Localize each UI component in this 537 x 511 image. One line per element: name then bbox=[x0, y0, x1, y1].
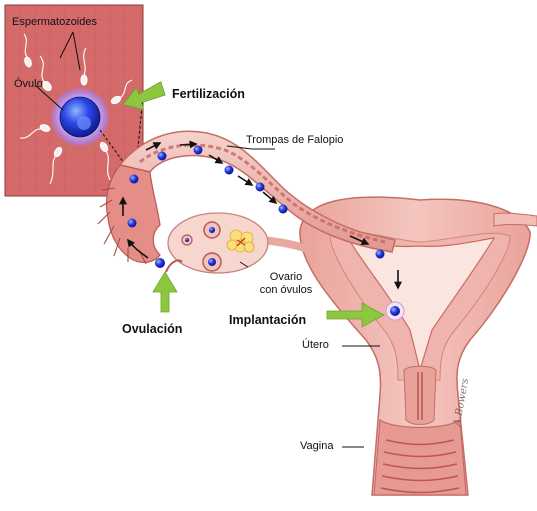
ovary-label: Ovario con óvulos bbox=[252, 271, 320, 297]
green-arrows bbox=[122, 81, 385, 328]
inset-connector bbox=[99, 95, 144, 179]
ovary-label-line2: con óvulos bbox=[259, 284, 313, 296]
direction-arrows bbox=[119, 140, 402, 290]
right-fallopian-tube bbox=[493, 212, 537, 227]
fertilization-arrow bbox=[122, 81, 166, 110]
implanted-embryo bbox=[390, 306, 400, 316]
sperm-label: Espermatozoides bbox=[12, 16, 97, 28]
uterus-label: Útero bbox=[302, 339, 329, 351]
ovary-label-line1: Ovario bbox=[269, 271, 303, 283]
ovulation-label: Ovulación bbox=[122, 322, 183, 336]
fertilization-label: Fertilización bbox=[172, 87, 245, 101]
ovum-cell bbox=[59, 96, 101, 138]
implantation-arrow bbox=[326, 302, 385, 328]
ovum-label: Óvulo bbox=[14, 78, 43, 90]
ovary bbox=[167, 212, 269, 274]
sperm-cells bbox=[19, 33, 133, 185]
ovulation-arrow bbox=[152, 271, 178, 313]
implantation-label: Implantación bbox=[229, 313, 307, 327]
fallopian-tubes-label: Trompas de Falopio bbox=[246, 134, 344, 146]
fertilization-inset bbox=[4, 4, 144, 197]
travelling-eggs bbox=[127, 145, 385, 259]
leader-lines bbox=[226, 145, 380, 448]
corpus-luteum bbox=[226, 229, 255, 253]
vagina-label: Vagina bbox=[300, 440, 334, 452]
released-egg bbox=[155, 258, 165, 268]
uterus bbox=[299, 196, 531, 496]
